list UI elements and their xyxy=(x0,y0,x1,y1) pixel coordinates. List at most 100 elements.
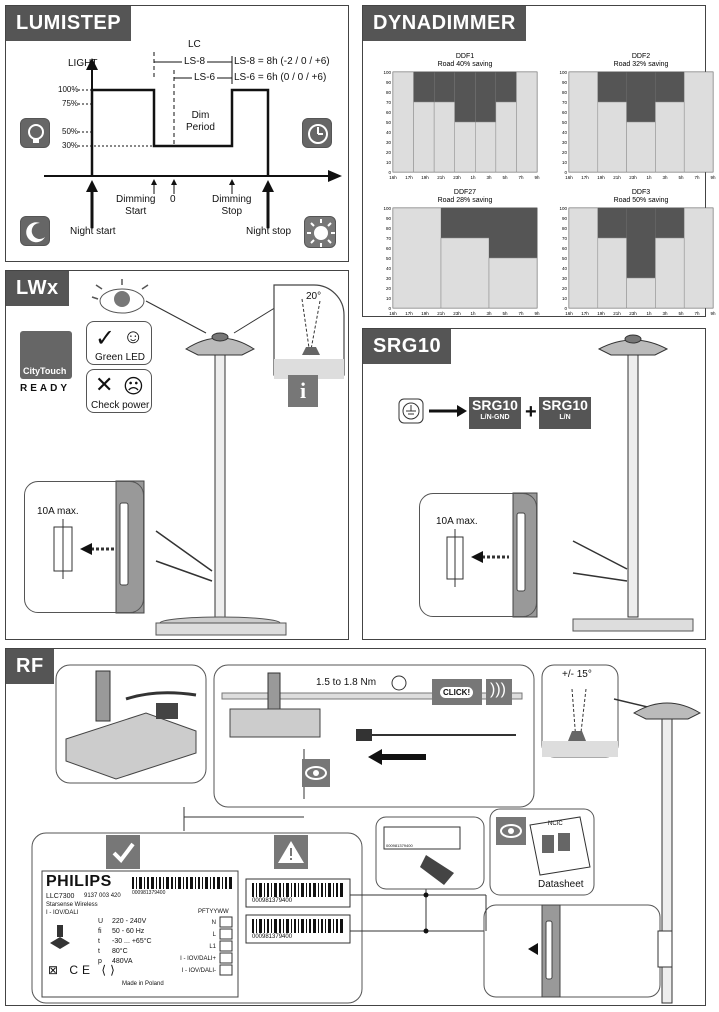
made-in-label: Made in Poland xyxy=(122,981,164,987)
ls6-label: LS-6 xyxy=(192,72,218,83)
chart-name: DDF3 xyxy=(632,189,650,196)
green-led-label: Green LED xyxy=(95,352,146,363)
chart-x-tick: 1h xyxy=(646,175,652,180)
chart-x-tick: 1h xyxy=(470,311,476,316)
rating-key: U xyxy=(98,918,104,925)
chart-saving: Road 28% saving xyxy=(438,197,493,204)
chart-y-tick: 30 xyxy=(562,140,568,145)
chart-light-bar xyxy=(433,101,455,173)
chart-x-tick: 5h xyxy=(678,311,684,316)
srg10-fuse-zoom: 10A max. xyxy=(419,493,537,617)
chart-y-tick: 90 xyxy=(386,216,392,221)
chart-x-tick: 9h xyxy=(534,175,540,180)
chart-y-tick: 50 xyxy=(562,256,568,261)
chart-dark-bar xyxy=(475,72,496,122)
chart-saving: Road 40% saving xyxy=(438,61,493,68)
chart-light-bar xyxy=(392,71,414,173)
citytouch-ready: READY xyxy=(20,383,71,394)
citytouch-logo: CityTouch xyxy=(20,331,72,379)
torque-label: 1.5 to 1.8 Nm xyxy=(316,677,377,688)
terminal-label: N xyxy=(211,920,216,926)
lc-label: LC xyxy=(188,39,201,50)
chart-x-tick: 23h xyxy=(629,311,637,316)
chart-x-tick: 1h xyxy=(646,311,652,316)
chart-x-tick: 5h xyxy=(678,175,684,180)
lwx-fuse-zoom: 10A max. xyxy=(24,481,144,613)
barcode1-number: 000981379400 xyxy=(252,898,293,904)
chart-x-tick: 17h xyxy=(581,175,589,180)
sun-icon xyxy=(304,216,336,248)
chart-light-bar xyxy=(683,207,714,309)
chart-y-tick: 60 xyxy=(386,246,392,251)
chart-y-tick: 20 xyxy=(562,150,568,155)
chart-y-tick: 60 xyxy=(562,110,568,115)
chart-y-tick: 10 xyxy=(386,160,392,165)
chart-x-tick: 16h xyxy=(389,175,397,180)
chart-x-tick: 23h xyxy=(629,175,637,180)
terminal-label: L xyxy=(212,932,216,938)
rf-angle: +/- 15° xyxy=(562,669,592,680)
chart-y-tick: 90 xyxy=(386,80,392,85)
citytouch-text: CityTouch xyxy=(23,366,67,376)
chart-y-tick: 10 xyxy=(386,296,392,301)
chart-x-tick: 21h xyxy=(437,175,445,180)
chart-x-tick: 17h xyxy=(405,311,413,316)
srg10-plus: + xyxy=(525,401,537,423)
chart-x-tick: 21h xyxy=(613,311,621,316)
chart-x-tick: 21h xyxy=(437,311,445,316)
rf-illustration xyxy=(31,664,702,1004)
chart-y-tick: 80 xyxy=(562,90,568,95)
chart-x-tick: 23h xyxy=(453,311,461,316)
srg10-fuse-label: 10A max. xyxy=(436,516,478,527)
chart-y-tick: 40 xyxy=(386,266,392,271)
chart-light-bar xyxy=(597,237,627,309)
rating-row: t-30 ... +65°C xyxy=(98,937,152,947)
chart-y-tick: 50 xyxy=(386,256,392,261)
chart-dark-bar xyxy=(626,72,656,122)
chart-y-tick: 0 xyxy=(564,306,567,311)
lwx-panel: LWx CityTouch READY ✓ ☺ xyxy=(5,270,349,640)
chart-y-tick: 100 xyxy=(383,70,391,75)
chart-x-tick: 16h xyxy=(565,175,573,180)
srg10-box2-title: SRG10 xyxy=(542,397,588,413)
chart-x-tick: 9h xyxy=(534,311,540,316)
rating-key: t xyxy=(98,948,100,955)
chart-x-tick: 16h xyxy=(389,311,397,316)
chart-light-bar xyxy=(655,101,685,173)
datasheet-label: Datasheet xyxy=(538,879,584,890)
chart-light-bar xyxy=(488,257,538,309)
chart-light-bar xyxy=(626,121,656,173)
chart-y-tick: 80 xyxy=(562,226,568,231)
chart-x-tick: 23h xyxy=(453,175,461,180)
check-power-label: Check power xyxy=(91,400,150,411)
chart-x-tick: 7h xyxy=(518,311,524,316)
chart-y-tick: 70 xyxy=(562,236,568,241)
chart-y-tick: 20 xyxy=(386,286,392,291)
chart-x-tick: 9h xyxy=(710,311,716,316)
chart-dark-bar xyxy=(626,208,656,278)
moon-icon xyxy=(20,216,50,246)
chart-x-tick: 7h xyxy=(518,175,524,180)
chart-light-bar xyxy=(495,101,517,173)
lwx-fuse-label: 10A max. xyxy=(37,506,79,517)
chart-y-tick: 90 xyxy=(562,216,568,221)
rating-key: t xyxy=(98,938,100,945)
chart-dark-bar xyxy=(441,208,489,238)
level-75: 75% xyxy=(62,99,79,108)
chart-dark-bar xyxy=(655,72,685,102)
chart-light-bar xyxy=(655,237,685,309)
chart-y-tick: 100 xyxy=(383,206,391,211)
chart-y-tick: 70 xyxy=(386,100,392,105)
chart-dark-bar xyxy=(489,208,537,258)
zero-label: 0 xyxy=(170,194,176,205)
chart-x-tick: 5h xyxy=(502,311,508,316)
terminal-label: I - IOV/DALI- xyxy=(181,968,216,974)
chart-x-tick: 17h xyxy=(581,311,589,316)
